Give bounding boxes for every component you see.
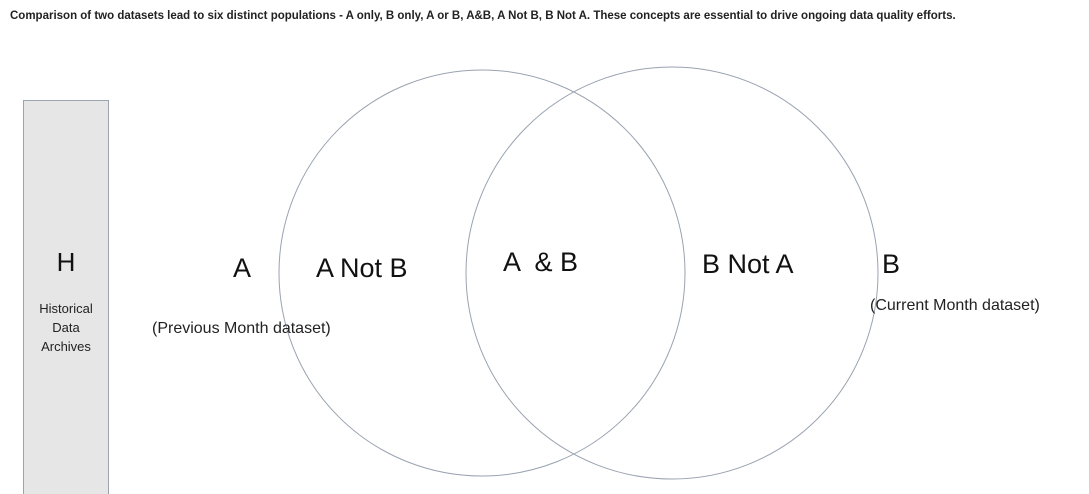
archive-line: Data <box>52 320 80 335</box>
archive-label: Historical Data Archives <box>24 299 108 356</box>
label-b-description: (Current Month dataset) <box>870 297 1040 314</box>
circle-b <box>465 66 879 480</box>
archive-line: Historical <box>39 301 93 316</box>
label-a: A <box>233 253 252 283</box>
archive-letter: H <box>56 247 76 277</box>
label-a-not-b: A Not B <box>316 253 408 283</box>
circle-a <box>278 69 686 477</box>
label-a-description: (Previous Month dataset) <box>152 320 331 337</box>
label-b-not-a: B Not A <box>702 249 794 279</box>
label-b: B <box>882 249 901 279</box>
historical-archive-box: H Historical Data Archives <box>23 100 109 494</box>
archive-line: Archives <box>41 339 91 354</box>
diagram-caption: Comparison of two datasets lead to six d… <box>10 10 956 22</box>
label-a-and-b: A & B <box>503 247 579 277</box>
